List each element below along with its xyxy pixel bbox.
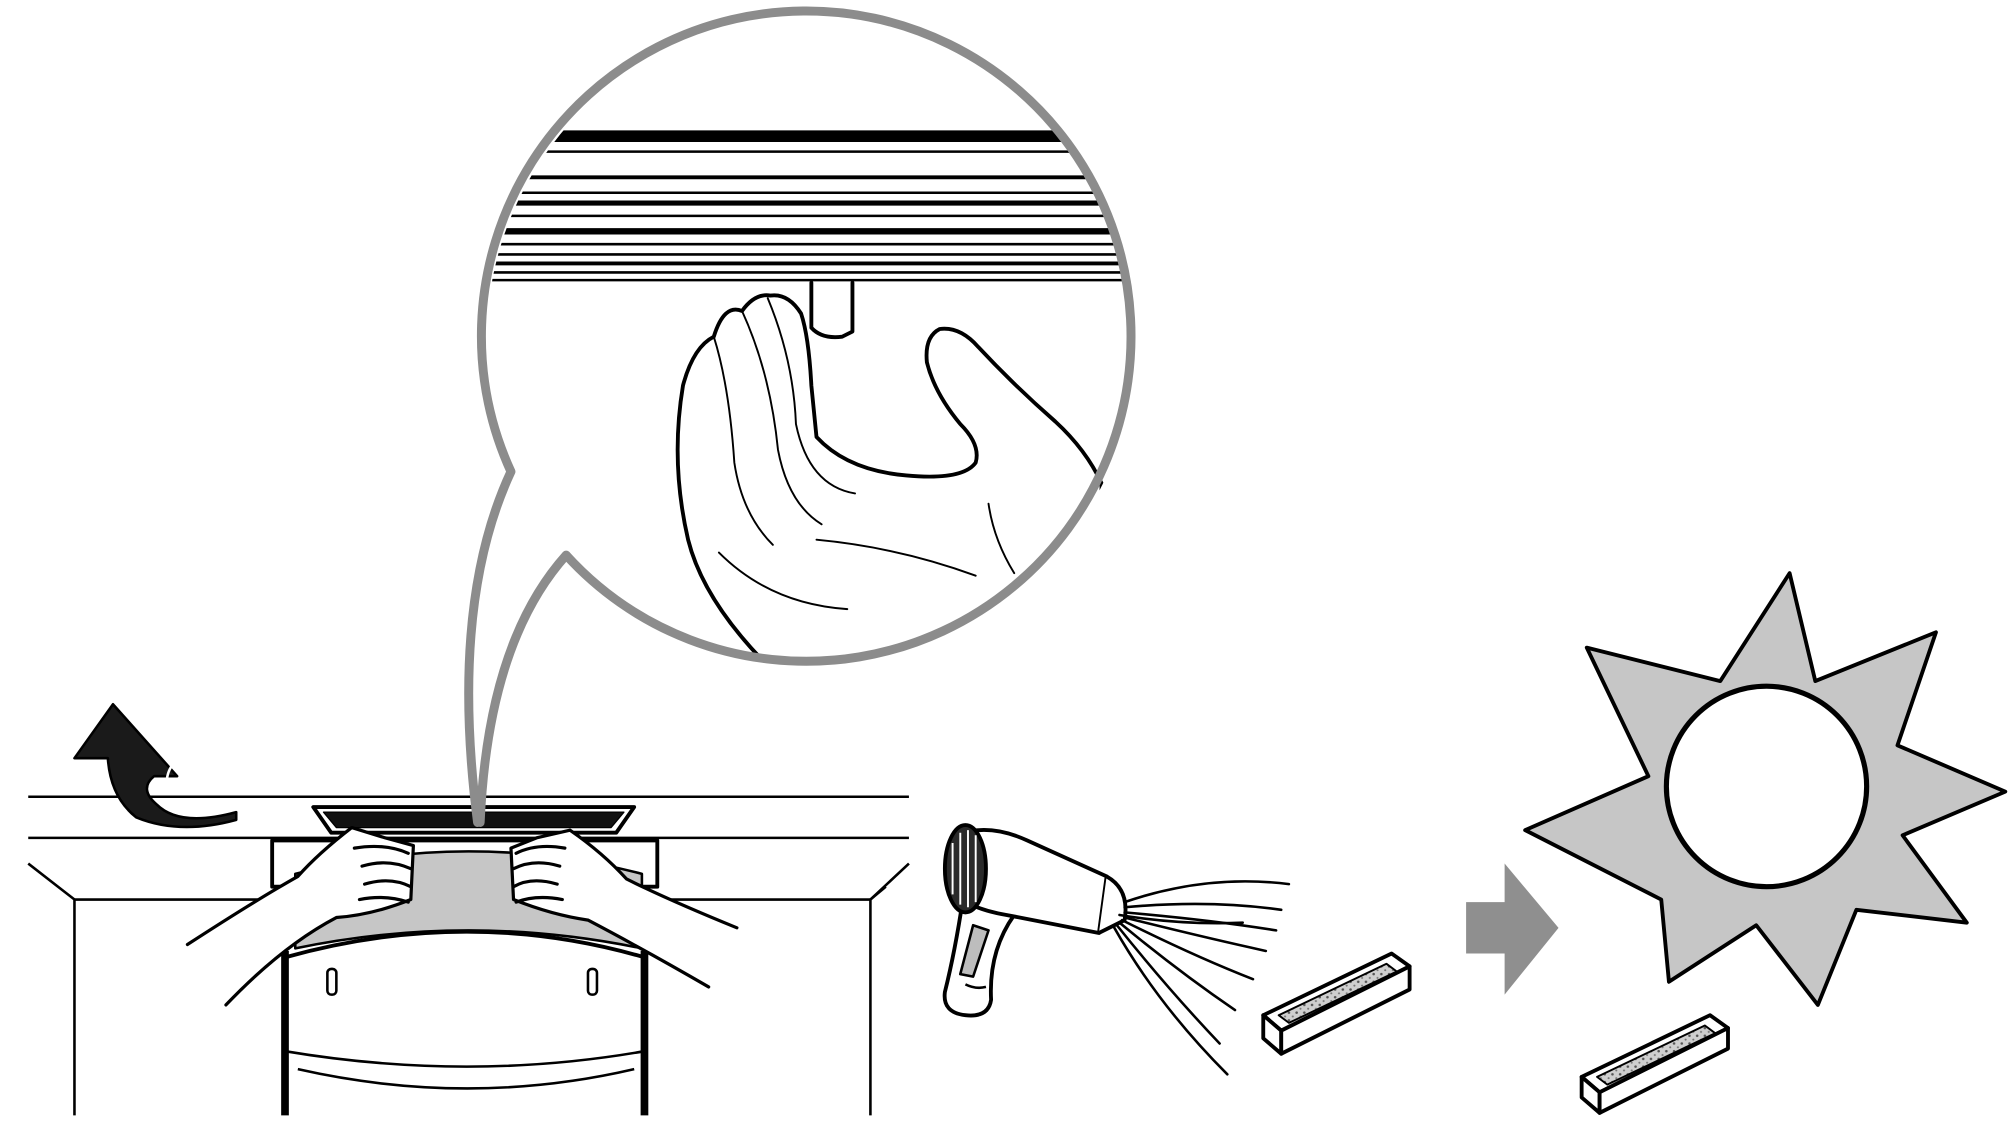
panel-dry-filter	[1466, 573, 2005, 1113]
magnifier-callout-icon	[469, 11, 1143, 822]
panel-clean-filter	[945, 825, 1410, 1074]
next-step-arrow-icon	[1466, 864, 1558, 995]
hair-dryer-icon	[945, 825, 1126, 1016]
unit-lower-body	[285, 932, 644, 1116]
lift-arrow-icon	[74, 704, 236, 827]
filter-block-icon	[1582, 1015, 1728, 1113]
sun-icon	[1525, 573, 2005, 1005]
air-stream-icon	[1114, 881, 1289, 1074]
filter-block-icon	[1263, 954, 1409, 1054]
